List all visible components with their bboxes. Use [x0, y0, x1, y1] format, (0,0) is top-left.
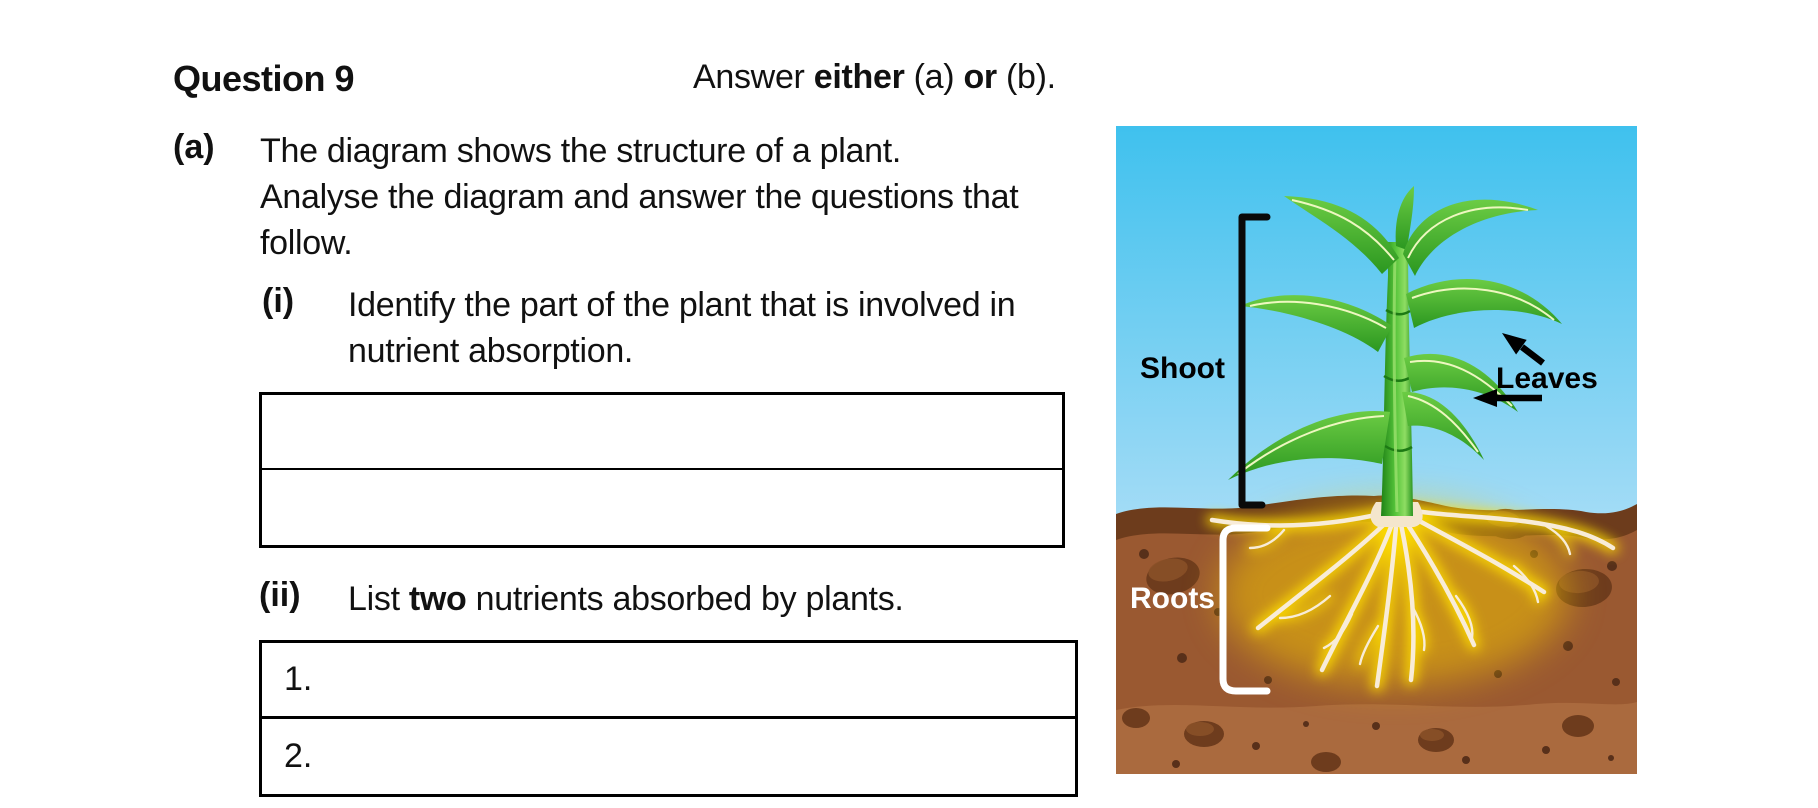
roots-bracket [1219, 524, 1271, 695]
question-ii-text: List two nutrients absorbed by plants. [348, 576, 1108, 622]
answer-instruction-mid: (a) [904, 58, 964, 96]
part-a-line-3: follow. [260, 224, 353, 262]
answer-box-question-ii: 1. 2. [259, 640, 1078, 797]
question-number: Question 9 [173, 58, 355, 99]
answer-instruction: Answer either (a) or (b). [693, 58, 1056, 97]
question-ii-prefix: List [348, 580, 409, 618]
answer-box-i-row-2[interactable] [262, 470, 1062, 545]
shoot-bracket [1238, 213, 1271, 509]
answer-box-ii-row-2[interactable]: 2. [262, 719, 1075, 795]
question-i-label: (i) [262, 282, 295, 320]
roots [1209, 506, 1616, 689]
question-ii-two: two [408, 580, 467, 618]
plant-structure-diagram: Shoot Leaves Roots [1116, 126, 1637, 774]
question-ii-label: (ii) [259, 576, 301, 614]
answer-instruction-prefix: Answer [693, 58, 814, 96]
answer-instruction-suffix: (b). [996, 58, 1056, 96]
answer-box-i-row-1[interactable] [262, 395, 1062, 470]
row-1-number: 1. [284, 659, 313, 698]
part-a-line-1: The diagram shows the structure of a pla… [260, 132, 901, 170]
question-i-text: Identify the part of the plant that is i… [348, 282, 1068, 374]
plant-illustration: Shoot Leaves Roots [1116, 126, 1637, 774]
answer-box-ii-row-1[interactable]: 1. [262, 643, 1075, 719]
leaves-arrow-lower [1473, 389, 1542, 407]
part-a-text: The diagram shows the structure of a pla… [260, 128, 1040, 266]
stem [1381, 242, 1413, 516]
answer-instruction-either: either [813, 58, 905, 96]
question-ii-suffix: nutrients absorbed by plants. [466, 580, 904, 618]
row-2-number: 2. [284, 736, 313, 775]
shoot-label: Shoot [1140, 352, 1225, 385]
leaves-group [1228, 186, 1562, 480]
answer-box-question-i [259, 392, 1065, 548]
part-a-line-2: Analyse the diagram and answer the quest… [260, 178, 1019, 216]
question-i-line-2: nutrient absorption. [348, 332, 634, 370]
question-i-line-1: Identify the part of the plant that is i… [348, 286, 1016, 324]
roots-label: Roots [1130, 582, 1215, 615]
answer-instruction-or: or [963, 58, 997, 96]
leaves-arrow-upper [1502, 333, 1545, 366]
part-a-label: (a) [173, 128, 215, 166]
leaves-label: Leaves [1496, 362, 1598, 395]
